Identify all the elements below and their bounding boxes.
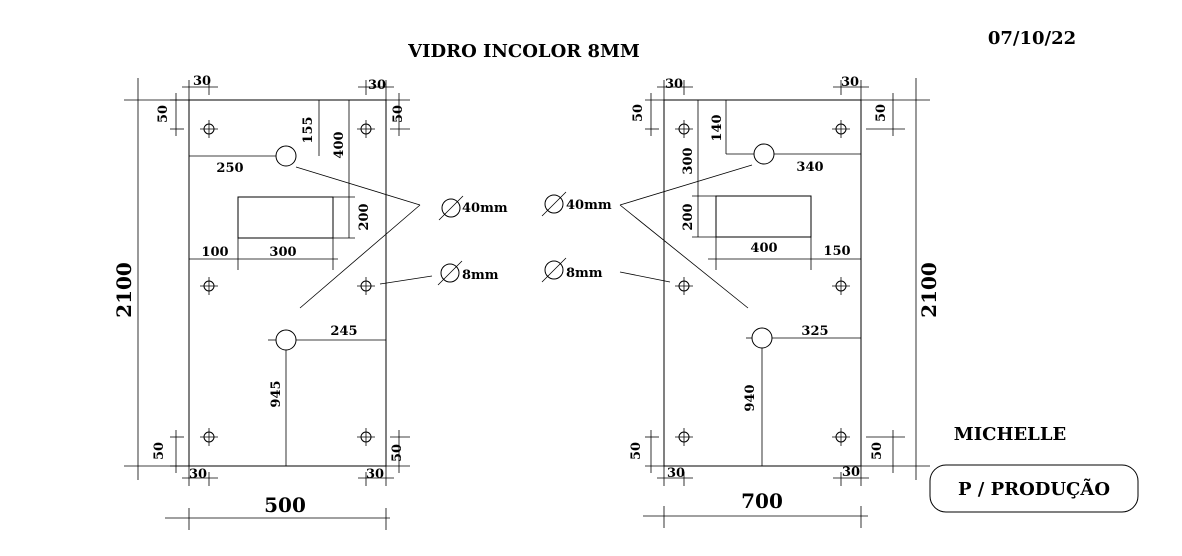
left-panel-outline: [188, 99, 387, 467]
left-large-hole-callout: 40mm: [438, 195, 508, 221]
right-dim-bottom-left: 30: [667, 466, 685, 481]
left-small-hole-tl: [200, 120, 218, 138]
left-dim-top-left: 30: [193, 74, 211, 89]
right-dim-left-top: 50: [631, 104, 646, 122]
right-small-hole-diameter: 8mm: [566, 266, 603, 281]
left-small-hole-bl: [200, 428, 218, 446]
right-small-hole-tl: [675, 120, 693, 138]
drawing-date: 07/10/22: [988, 28, 1076, 49]
diameter-callouts: 40mm 8mm 40mm 8mm: [437, 191, 612, 286]
right-dim-right-top: 50: [874, 104, 889, 122]
left-cutout: [237, 196, 334, 239]
right-small-hole-br: [832, 428, 850, 446]
left-dim-left-top: 50: [156, 105, 171, 123]
left-dim-lower-hole-x: 245: [330, 324, 357, 339]
right-dim-top-left: 30: [665, 77, 683, 92]
left-large-hole-diameter: 40mm: [462, 201, 508, 216]
right-dim-right-bottom: 50: [870, 442, 885, 460]
right-dim-top-right: 30: [841, 75, 859, 90]
left-dim-right-bottom: 50: [390, 444, 405, 462]
left-dim-right-top: 50: [391, 105, 406, 123]
production-stamp: P / PRODUÇÃO: [958, 477, 1110, 500]
right-small-hole-callout: 8mm: [541, 257, 603, 283]
right-dim-upper-hole-y: 140: [710, 114, 725, 141]
left-dim-bottom-left: 30: [189, 467, 207, 482]
right-dim-lower-hole-x: 325: [801, 324, 828, 339]
left-dim-cutout-x: 100: [201, 245, 228, 260]
right-large-hole-upper: [726, 143, 861, 165]
production-stamp-box: [929, 464, 1139, 513]
right-dim-cutout-height: 200: [681, 203, 696, 230]
left-dim-cutout-top: 400: [332, 131, 347, 158]
left-dim-top-right: 30: [368, 78, 386, 93]
right-dim-left-bottom: 50: [629, 442, 644, 460]
left-glass-panel: 30 30 30 30 50 50 50 50 250 155 400 200 …: [112, 74, 433, 530]
right-large-hole-diameter: 40mm: [566, 198, 612, 213]
right-dim-bottom-right: 30: [842, 465, 860, 480]
right-dim-lower-hole-y: 940: [743, 384, 758, 411]
right-small-hole-bl: [675, 428, 693, 446]
left-dim-width: 500: [264, 493, 306, 517]
right-large-hole-lower: [746, 327, 861, 466]
left-small-hole-ml: [200, 277, 218, 295]
diameter-icon: [544, 260, 564, 280]
right-glass-panel: 30 30 30 30 50 50 50 50 340 140 300 200 …: [619, 75, 941, 528]
left-small-hole-mr: [357, 277, 375, 295]
right-dim-cutout-width: 400: [750, 241, 777, 256]
right-small-hole-mr: [832, 277, 850, 295]
right-large-hole-callout: 40mm: [541, 191, 612, 217]
left-dim-upper-hole-y: 155: [301, 116, 316, 143]
right-cutout: [715, 195, 812, 238]
left-small-hole-br: [357, 428, 375, 446]
left-dim-upper-hole-x: 250: [216, 161, 243, 176]
left-large-hole-lower: [268, 329, 386, 466]
left-dim-left-bottom: 50: [152, 442, 167, 460]
client-name: MICHELLE: [954, 424, 1066, 445]
right-dim-upper-hole-x: 340: [796, 160, 823, 175]
drawing-title: VIDRO INCOLOR 8MM: [407, 41, 640, 62]
left-dim-height: 2100: [112, 262, 136, 318]
right-dim-cutout-top: 300: [681, 147, 696, 174]
right-small-hole-ml: [675, 277, 693, 295]
left-dim-lower-hole-y: 945: [269, 380, 284, 407]
diameter-icon: [440, 263, 460, 283]
left-small-hole-diameter: 8mm: [462, 268, 499, 283]
left-dim-bottom-right: 30: [366, 467, 384, 482]
left-small-hole-callout: 8mm: [437, 260, 499, 286]
diameter-icon: [544, 194, 564, 214]
right-dim-cutout-x: 150: [823, 244, 850, 259]
left-small-hole-tr: [357, 120, 375, 138]
left-dim-cutout-width: 300: [269, 245, 296, 260]
left-dim-cutout-height: 200: [357, 203, 372, 230]
diameter-icon: [441, 198, 461, 218]
right-panel-outline: [663, 99, 862, 467]
right-dim-width: 700: [741, 489, 783, 513]
right-small-hole-tr: [832, 120, 850, 138]
left-large-hole-upper: [189, 145, 297, 167]
right-dim-height: 2100: [917, 262, 941, 318]
